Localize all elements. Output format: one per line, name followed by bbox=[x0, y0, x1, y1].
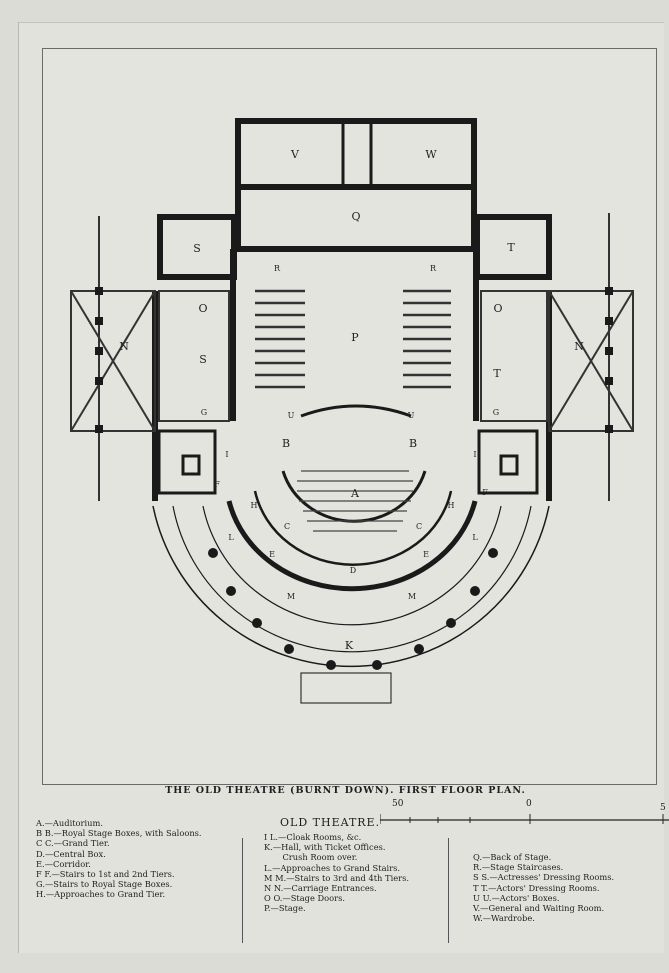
label-h-left: H bbox=[251, 501, 258, 510]
scale-label-50: 50 bbox=[392, 799, 404, 809]
legend-title: OLD THEATRE. bbox=[280, 816, 381, 829]
legend-item: Crush Room over. bbox=[264, 852, 358, 863]
floor-plan-drawing: V W Q S T R R P O O N N S T G G U U B B … bbox=[70, 118, 634, 704]
legend-item: C C.—Grand Tier. bbox=[36, 838, 110, 849]
legend-item: W.—Wardrobe. bbox=[473, 913, 535, 924]
scale-label-0: 0 bbox=[526, 799, 532, 809]
label-i-right: I bbox=[473, 450, 476, 459]
label-s-top: S bbox=[193, 242, 201, 255]
label-o-left: O bbox=[198, 302, 207, 315]
plan-caption: THE OLD THEATRE (BURNT DOWN). FIRST FLOO… bbox=[165, 785, 526, 796]
label-s-mid: S bbox=[199, 353, 207, 366]
label-h-right: H bbox=[448, 501, 455, 510]
legend-column-1: A.—Auditorium. B B.—Royal Stage Boxes, w… bbox=[36, 818, 202, 900]
legend-item: A.—Auditorium. bbox=[36, 818, 104, 828]
legend-divider bbox=[448, 838, 449, 943]
legend-item: H.—Approaches to Grand Tier. bbox=[36, 889, 166, 900]
legend-item: P.—Stage. bbox=[264, 903, 306, 914]
auditorium-rings bbox=[152, 470, 550, 668]
label-v: V bbox=[290, 148, 300, 161]
label-f-right: F bbox=[482, 488, 488, 497]
label-l-right: L bbox=[472, 533, 478, 542]
label-p: P bbox=[351, 331, 359, 344]
label-q: Q bbox=[351, 210, 360, 223]
legend-item: F F.—Stairs to 1st and 2nd Tiers. bbox=[36, 869, 175, 880]
scale-label-5: 5 bbox=[660, 803, 666, 813]
label-d: D bbox=[350, 566, 356, 575]
label-k: K bbox=[345, 639, 354, 652]
label-b-right: B bbox=[409, 437, 417, 450]
label-i-left: I bbox=[225, 450, 228, 459]
label-r-right: R bbox=[430, 264, 437, 273]
label-l-left: L bbox=[228, 533, 234, 542]
label-o-right: O bbox=[493, 302, 502, 315]
label-f-left: F bbox=[214, 480, 220, 489]
legend-item: L.—Approaches to Grand Stairs. bbox=[264, 862, 401, 873]
label-r-left: R bbox=[274, 264, 281, 273]
label-c-left: C bbox=[284, 522, 290, 531]
legend-item: Q.—Back of Stage. bbox=[473, 852, 552, 862]
label-c-right: C bbox=[416, 522, 422, 531]
legend-item: S S.—Actresses' Dressing Rooms. bbox=[473, 872, 615, 883]
label-g-right: G bbox=[493, 408, 499, 417]
label-t-mid: T bbox=[493, 367, 501, 380]
legend-item: I L.—Cloak Rooms, &c. bbox=[264, 832, 362, 842]
label-u-right: U bbox=[408, 411, 415, 420]
legend-item: U U.—Actors' Boxes. bbox=[473, 892, 560, 903]
label-m-left: M bbox=[287, 592, 295, 601]
legend-item: K.—Hall, with Ticket Offices. bbox=[264, 842, 386, 853]
legend-item: E.—Corridor. bbox=[36, 858, 91, 869]
label-w: W bbox=[425, 148, 437, 161]
label-e-left: E bbox=[269, 550, 275, 559]
legend: OLD THEATRE. A.—Auditorium. B B.—Royal S… bbox=[36, 816, 669, 948]
label-g-left: G bbox=[201, 408, 207, 417]
legend-item: O O.—Stage Doors. bbox=[264, 893, 346, 904]
legend-item: R.—Stage Staircases. bbox=[473, 862, 564, 873]
legend-item: N N.—Carriage Entrances. bbox=[264, 883, 377, 894]
label-n-right: N bbox=[574, 340, 584, 353]
label-m-right: M bbox=[408, 592, 416, 601]
label-u-left: U bbox=[288, 411, 295, 420]
legend-column-2: I L.—Cloak Rooms, &c. K.—Hall, with Tick… bbox=[264, 832, 409, 914]
label-n-left: N bbox=[119, 340, 129, 353]
label-e-right: E bbox=[423, 550, 429, 559]
legend-column-3: Q.—Back of Stage. R.—Stage Staircases. S… bbox=[473, 852, 614, 923]
label-a: A bbox=[350, 487, 360, 500]
legend-item: D.—Central Box. bbox=[36, 848, 106, 859]
legend-item: G.—Stairs to Royal Stage Boxes. bbox=[36, 879, 173, 890]
legend-item: B B.—Royal Stage Boxes, with Saloons. bbox=[36, 828, 202, 839]
legend-item: M M.—Stairs to 3rd and 4th Tiers. bbox=[264, 872, 409, 883]
floor-plan-plate: V W Q S T R R P O O N N S T G G U U B B … bbox=[42, 48, 657, 796]
label-t-top: T bbox=[507, 241, 515, 254]
scale-bar bbox=[380, 814, 669, 824]
label-b-left: B bbox=[282, 437, 290, 450]
legend-item: V.—General and Waiting Room. bbox=[473, 903, 605, 914]
legend-divider bbox=[242, 838, 243, 943]
legend-item: T T.—Actors' Dressing Rooms. bbox=[473, 882, 600, 893]
